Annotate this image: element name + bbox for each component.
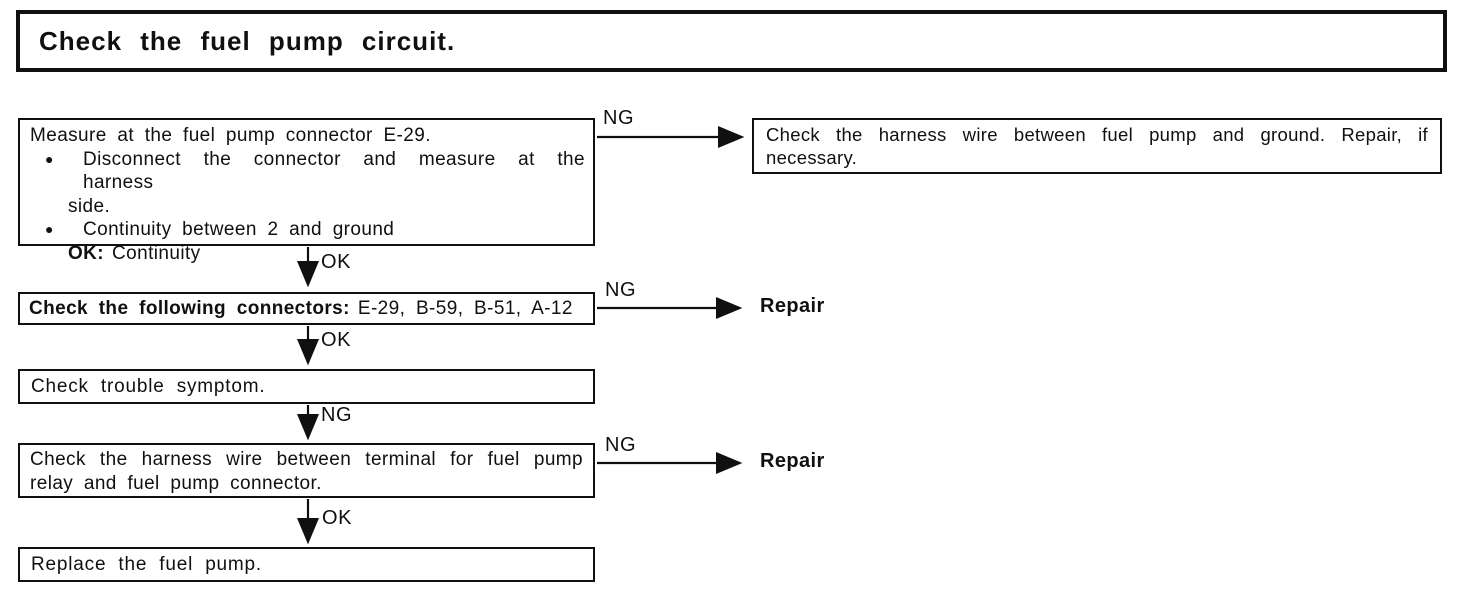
step4-line2: relay and fuel pump connector. bbox=[30, 472, 322, 494]
repair-result-step2: Repair bbox=[760, 295, 825, 317]
step1-bullet-2: ● Continuity between 2 and ground bbox=[30, 218, 585, 242]
ng-label-step4: NG bbox=[605, 434, 637, 456]
step4-line1: Check the harness wire between terminal … bbox=[30, 449, 583, 470]
repair-result-step4: Repair bbox=[760, 450, 825, 472]
step3-text: Check trouble symptom. bbox=[31, 375, 266, 397]
page-title: Check the fuel pump circuit. bbox=[39, 25, 456, 56]
step4-box: Check the harness wire between terminal … bbox=[18, 443, 595, 498]
step5-box: Replace the fuel pump. bbox=[18, 547, 595, 582]
bullet-icon: ● bbox=[45, 150, 54, 167]
step1-ng-action-line2: necessary. bbox=[766, 146, 858, 168]
ng-label-step3: NG bbox=[321, 404, 353, 426]
step2-connectors: E-29, B-59, B-51, A-12 bbox=[357, 297, 573, 319]
title-box: Check the fuel pump circuit. bbox=[16, 10, 1447, 72]
ng-label-step1: NG bbox=[603, 107, 635, 129]
ok-condition-value: Continuity bbox=[112, 242, 201, 264]
bullet-icon: ● bbox=[45, 221, 54, 237]
step1-bullet-2-text: Continuity between 2 and ground bbox=[83, 219, 395, 240]
step1-bullet-1-wrap: side. bbox=[68, 195, 111, 217]
step3-box: Check trouble symptom. bbox=[18, 369, 595, 404]
step1-heading: Measure at the fuel pump connector E-29. bbox=[30, 125, 431, 146]
step1-ng-action-line1: Check the harness wire between fuel pump… bbox=[766, 124, 1428, 145]
step2-box: Check the following connectors: E-29, B-5… bbox=[18, 292, 595, 325]
step1-box: Measure at the fuel pump connector E-29.… bbox=[18, 118, 595, 264]
step5-text: Replace the fuel pump. bbox=[31, 553, 262, 575]
ok-label-step2: OK bbox=[321, 329, 352, 351]
step1-bullet-1-text: Disconnect the connector and measure at … bbox=[83, 148, 585, 194]
step1-ng-action-box: Check the harness wire between fuel pump… bbox=[752, 118, 1442, 174]
ok-label-step4: OK bbox=[322, 507, 353, 529]
step1-ok-condition: OK: Continuity bbox=[30, 242, 585, 266]
step1-bullet-1: ● Disconnect the connector and measure a… bbox=[30, 148, 585, 195]
step2-label: Check the following connectors: bbox=[29, 297, 350, 319]
ok-condition-label: OK: bbox=[68, 242, 105, 264]
ng-label-step2: NG bbox=[605, 279, 637, 301]
ok-label-step1: OK bbox=[321, 251, 352, 273]
